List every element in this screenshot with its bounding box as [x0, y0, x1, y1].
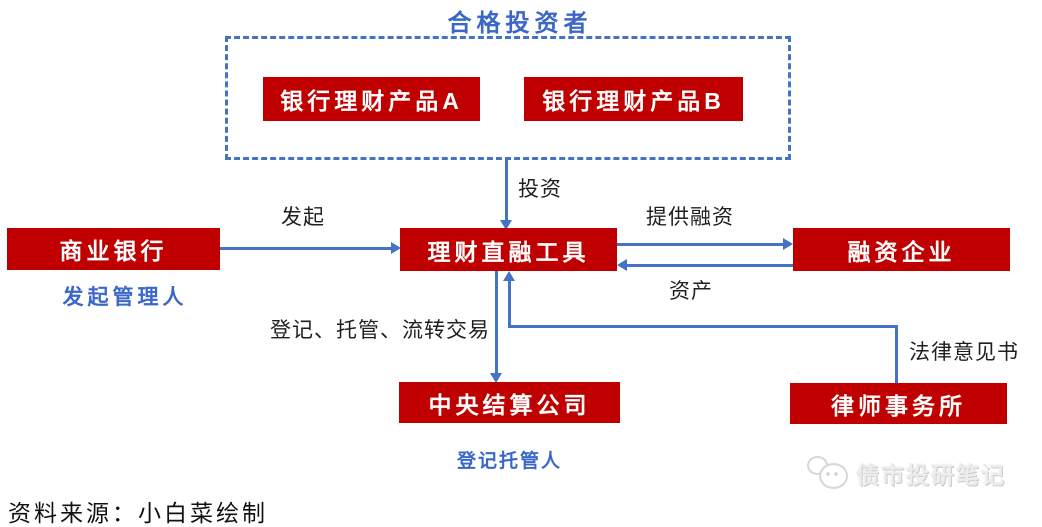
- arrow-legal-opinion-line-up: [508, 280, 511, 327]
- node-central-clearing-company: 中央结算公司: [399, 382, 620, 423]
- arrow-assets-head: [617, 259, 627, 271]
- arrow-legal-opinion-line-horizontal: [508, 325, 898, 328]
- watermark-text: 债市投研笔记: [856, 462, 1006, 488]
- arrow-provide-financing-head: [783, 238, 793, 250]
- chat-bubbles-icon: [806, 451, 854, 495]
- watermark: 债市投研笔记: [802, 449, 1032, 497]
- edge-label-register-custody-transfer: 登记、托管、流转交易: [270, 319, 490, 342]
- node-bank-product-b: 银行理财产品B: [524, 77, 743, 121]
- arrow-registration-head: [490, 373, 502, 383]
- node-commercial-bank: 商业银行: [7, 228, 220, 270]
- edge-label-initiate: 发起: [281, 206, 325, 229]
- edge-label-legal-opinion: 法律意见书: [909, 341, 1019, 364]
- arrow-initiate-head: [391, 242, 401, 254]
- bubble-dot: [826, 472, 830, 476]
- arrow-invest-line: [505, 157, 508, 221]
- node-financing-enterprise: 融资企业: [793, 228, 1010, 271]
- role-label-sponsor-manager: 发起管理人: [62, 286, 188, 309]
- chat-bubble-large: [819, 463, 848, 489]
- role-label-registrar-custodian: 登记托管人: [456, 451, 562, 472]
- source-note: 资料来源：小白菜绘制: [8, 501, 268, 526]
- arrow-assets-line: [627, 264, 793, 267]
- edge-label-provide-financing: 提供融资: [646, 206, 734, 229]
- edge-label-assets: 资产: [669, 280, 713, 303]
- edge-label-invest: 投资: [518, 178, 562, 201]
- arrow-registration-line: [495, 271, 498, 374]
- arrow-legal-opinion-head: [503, 271, 515, 281]
- node-bank-product-a: 银行理财产品A: [263, 77, 480, 121]
- node-direct-financing-tool: 理财直融工具: [400, 228, 617, 271]
- arrow-invest-head: [500, 220, 512, 230]
- qualified-investors-group-box: [225, 36, 791, 160]
- arrow-legal-opinion-line-down: [895, 325, 898, 383]
- qualified-investors-label: 合格投资者: [447, 10, 593, 37]
- arrow-initiate-line: [220, 247, 392, 250]
- arrow-provide-financing-line: [617, 243, 784, 246]
- bubble-dot: [834, 472, 838, 476]
- node-law-firm: 律师事务所: [790, 383, 1007, 424]
